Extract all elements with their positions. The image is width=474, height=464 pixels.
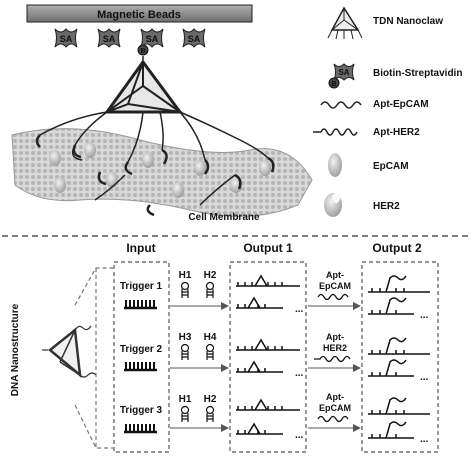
streptavidin-icon: SA	[97, 28, 121, 48]
output1-assembly	[236, 398, 300, 435]
magnetic-beads: Magnetic Beads	[26, 4, 253, 23]
tdn-nanoclaw	[35, 56, 275, 217]
legend-apt-epcam-icon	[320, 101, 362, 109]
svg-text:SA: SA	[146, 34, 159, 44]
svg-text:H2: H2	[204, 270, 217, 281]
svg-text:Magnetic Beads: Magnetic Beads	[97, 9, 181, 21]
svg-text:HER2: HER2	[373, 201, 400, 212]
svg-text:SA: SA	[60, 34, 73, 44]
streptavidin-icon: SA	[182, 28, 206, 48]
svg-text:Apt-: Apt-	[326, 392, 344, 402]
hairpin-icon	[180, 343, 215, 360]
streptavidin-row: SA SA SA SA	[54, 28, 206, 48]
input-box	[113, 261, 170, 453]
output1-assembly	[236, 274, 300, 309]
svg-text:Cell Membrane: Cell Membrane	[188, 212, 260, 223]
svg-text:...: ...	[420, 310, 429, 321]
legend-epcam-icon	[328, 153, 342, 177]
svg-text:...: ...	[295, 430, 304, 441]
svg-text:EpCAM: EpCAM	[319, 403, 351, 413]
col-output2: Output 2	[372, 241, 422, 255]
output1-box	[229, 261, 307, 453]
output2-assembly	[368, 275, 430, 315]
svg-text:TDN Nanoclaw: TDN Nanoclaw	[373, 16, 443, 27]
streptavidin-icon: SA	[54, 28, 78, 48]
output2-box	[361, 261, 439, 453]
svg-text:SA: SA	[188, 34, 201, 44]
output2-assembly	[368, 397, 430, 439]
svg-text:Trigger 3: Trigger 3	[120, 405, 163, 416]
svg-text:H3: H3	[179, 332, 192, 343]
svg-text:H4: H4	[204, 332, 217, 343]
legend-apt-her2-icon	[313, 128, 358, 136]
svg-text:Trigger 1: Trigger 1	[120, 281, 163, 292]
svg-text:Apt-HER2: Apt-HER2	[373, 127, 420, 138]
legend: TDN Nanoclaw SA B Biotin-Streptavidin Ap…	[313, 6, 462, 217]
output2-assembly	[368, 337, 430, 377]
svg-text:H1: H1	[179, 270, 192, 281]
legend-her2-icon	[324, 193, 342, 217]
svg-text:EpCAM: EpCAM	[319, 281, 351, 291]
trigger-strand	[124, 362, 157, 372]
svg-text:...: ...	[295, 304, 304, 315]
svg-text:SA: SA	[103, 34, 116, 44]
row-1: Trigger 1 H1 H2 ... Apt- EpCAM ...	[120, 270, 430, 321]
side-label: DNA Nanostructure	[10, 303, 21, 396]
svg-text:...: ...	[420, 434, 429, 445]
svg-text:Apt-: Apt-	[326, 270, 344, 280]
svg-text:SA: SA	[338, 68, 349, 77]
svg-text:HER2: HER2	[323, 343, 347, 353]
trigger-strand	[124, 300, 157, 310]
svg-text:Apt-: Apt-	[326, 332, 344, 342]
trigger-strand	[124, 424, 157, 434]
output1-assembly	[236, 338, 300, 373]
streptavidin-icon: SA	[140, 28, 164, 48]
svg-text:...: ...	[295, 368, 304, 379]
col-input: Input	[126, 241, 155, 255]
hairpin-icon	[180, 281, 215, 298]
svg-text:B: B	[140, 48, 145, 55]
legend-tdn-icon	[327, 6, 363, 40]
cell-membrane: Cell Membrane	[11, 128, 313, 223]
legend-biotin-sa-icon: SA B	[328, 63, 355, 89]
tetrahedron-icon	[42, 325, 97, 378]
svg-text:B: B	[331, 81, 336, 88]
svg-text:...: ...	[420, 372, 429, 383]
svg-text:EpCAM: EpCAM	[373, 161, 409, 172]
svg-text:H1: H1	[179, 394, 192, 405]
row-2: Trigger 2 H3 H4 ... Apt- HER2 ...	[120, 332, 430, 383]
biotin-icon: B	[137, 44, 149, 56]
hairpin-icon	[180, 405, 215, 422]
svg-text:H2: H2	[204, 394, 217, 405]
svg-text:Biotin-Streptavidin: Biotin-Streptavidin	[373, 68, 462, 79]
svg-text:Apt-EpCAM: Apt-EpCAM	[373, 99, 429, 110]
col-output1: Output 1	[243, 241, 293, 255]
row-3: Trigger 3 H1 H2 ... Apt- EpCAM ...	[120, 392, 430, 445]
input-bracket	[74, 267, 113, 449]
svg-text:Trigger 2: Trigger 2	[120, 344, 163, 355]
